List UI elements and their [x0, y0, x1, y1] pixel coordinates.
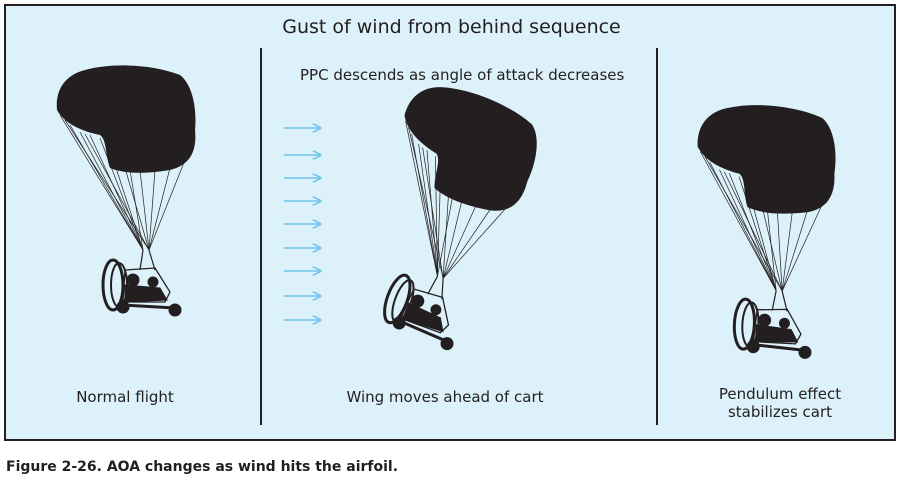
- diagram-title: Gust of wind from behind sequence: [282, 16, 621, 38]
- label-pendulum-1: Pendulum effect: [718, 385, 842, 403]
- figure-caption: Figure 2-26. AOA changes as wind hits th…: [6, 459, 399, 475]
- label-wing-ahead: Wing moves ahead of cart: [346, 388, 544, 406]
- wind-arrows: [284, 128, 320, 320]
- ppc-wing-ahead: [332, 71, 552, 358]
- panel-subtitle: PPC descends as angle of attack decrease…: [300, 66, 625, 84]
- ppc-normal-flight: [55, 63, 197, 318]
- label-pendulum-2: stabilizes cart: [727, 403, 833, 421]
- label-normal-flight: Normal flight: [76, 388, 174, 406]
- ppc-pendulum: [685, 100, 840, 361]
